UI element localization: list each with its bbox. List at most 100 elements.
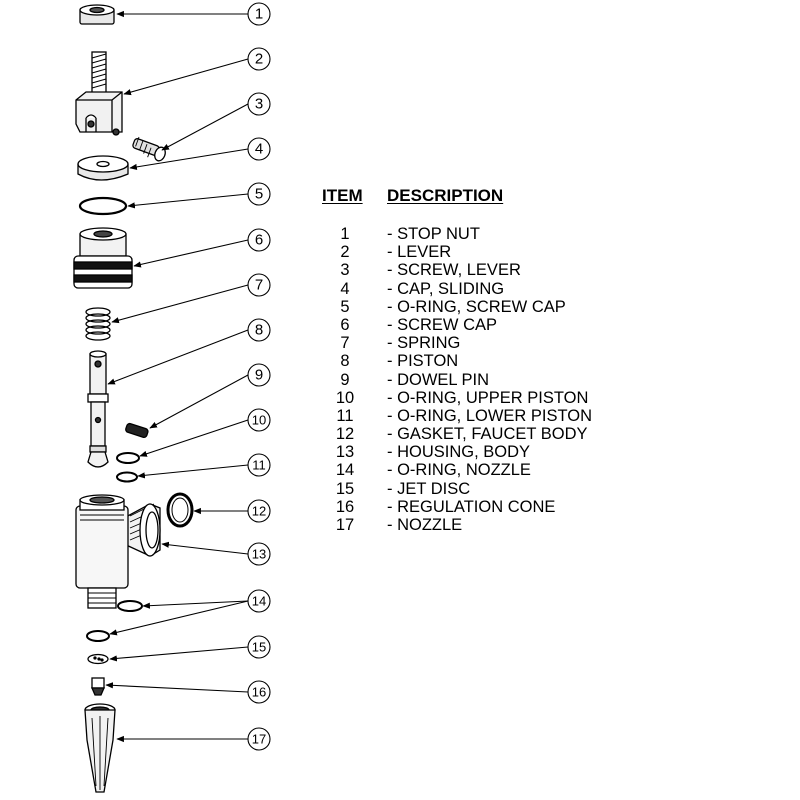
callout-7: 7 xyxy=(255,277,263,294)
part-screw-cap xyxy=(73,227,133,289)
item-number: 1 xyxy=(340,225,350,243)
leader-6 xyxy=(133,239,249,268)
parts-row: 7 - SPRING xyxy=(320,334,650,352)
item-description: - SPRING xyxy=(387,334,461,353)
item-number: 13 xyxy=(335,443,355,462)
part-housing-body xyxy=(75,494,161,609)
callout-2: 2 xyxy=(255,51,263,68)
part-jet-disc xyxy=(87,653,109,665)
item-description: - DOWEL PIN xyxy=(387,370,490,389)
item-description: - STOP NUT xyxy=(387,225,480,243)
item-number: 9 xyxy=(340,370,350,389)
part-lever xyxy=(75,51,123,136)
item-number: 4 xyxy=(340,279,350,298)
parts-row: 3- SCREW, LEVER xyxy=(320,261,650,279)
parts-row: 14- O-RING, NOZZLE xyxy=(320,461,650,479)
item-description: - SCREW CAP xyxy=(387,315,498,334)
item-number: 3 xyxy=(340,261,350,280)
callout-9: 9 xyxy=(255,367,263,384)
callout-3: 3 xyxy=(255,96,263,113)
leader-11 xyxy=(137,464,249,479)
leader-14a xyxy=(142,600,249,609)
item-description: - HOUSING, BODY xyxy=(387,443,531,462)
callout-4: 4 xyxy=(255,141,263,158)
part-piston xyxy=(87,350,109,468)
callout-8: 8 xyxy=(255,322,263,339)
item-description: - JET DISC xyxy=(387,479,471,498)
callout-1: 1 xyxy=(255,6,263,23)
callout-17: 17 xyxy=(252,732,266,747)
item-number: 8 xyxy=(340,352,350,371)
callout-6: 6 xyxy=(255,232,263,249)
callout-10: 10 xyxy=(252,413,266,428)
parts-row: 15 - JET DISC xyxy=(320,480,650,498)
parts-row: 1 - STOP NUT xyxy=(320,225,650,243)
part-oring-upper-piston xyxy=(116,452,140,464)
parts-row: 5 - O-RING, SCREW CAP xyxy=(320,298,650,316)
part-dowel-pin xyxy=(125,422,149,439)
item-number: 10 xyxy=(335,388,355,407)
item-description: - O-RING, UPPER PISTON xyxy=(387,388,589,407)
parts-row: 13 - HOUSING, BODY xyxy=(320,443,650,461)
callout-14: 14 xyxy=(252,594,266,609)
callout-11: 11 xyxy=(252,458,266,473)
item-description: - GASKET, FAUCET BODY xyxy=(387,425,588,444)
callout-16: 16 xyxy=(252,685,266,700)
leader-14b xyxy=(109,600,249,636)
item-number: 15 xyxy=(335,479,355,498)
callout-13: 13 xyxy=(252,547,266,562)
leader-15 xyxy=(109,646,249,662)
part-gasket-faucet-body xyxy=(166,492,194,528)
part-spring xyxy=(85,307,111,341)
parts-row: 17 - NOZZLE xyxy=(320,516,650,534)
part-oring-screw-cap xyxy=(78,196,128,216)
part-oring-lower-piston xyxy=(116,471,138,483)
leader-2 xyxy=(123,58,249,96)
callout-15: 15 xyxy=(252,640,266,655)
part-nozzle xyxy=(84,703,116,793)
parts-row: 16 - REGULATION CONE xyxy=(320,498,650,516)
item-description: - CAP, SLIDING xyxy=(387,279,505,298)
part-regulation-cone xyxy=(91,677,105,696)
parts-row: 6 - SCREW CAP xyxy=(320,316,650,334)
item-description: - PISTON xyxy=(387,352,459,371)
item-number: 2 xyxy=(340,243,350,262)
item-number: 12 xyxy=(335,425,355,444)
part-sliding-cap xyxy=(77,155,129,181)
callout-5: 5 xyxy=(255,186,263,203)
parts-row: 8 - PISTON xyxy=(320,352,650,370)
item-number: 14 xyxy=(335,461,355,480)
parts-list-rows: 1 - STOP NUT 2 - LEVER 3- SCREW, LEVER 4 - … xyxy=(320,225,650,534)
part-lever-screw xyxy=(132,136,166,162)
parts-row: 12 - GASKET, FAUCET BODY xyxy=(320,425,650,443)
leader-9 xyxy=(149,374,249,429)
item-number: 7 xyxy=(340,334,350,353)
leader-13 xyxy=(161,541,249,555)
item-description: - O-RING, LOWER PISTON xyxy=(387,406,593,425)
leader-10 xyxy=(139,419,249,457)
column-header-item: ITEM xyxy=(322,186,363,205)
leader-4 xyxy=(129,148,249,170)
part-oring-nozzle-upper xyxy=(117,600,143,612)
parts-row: 11 - O-RING, LOWER PISTON xyxy=(320,407,650,425)
item-description: - LEVER xyxy=(387,243,452,262)
leader-3 xyxy=(161,103,249,151)
parts-row: 9 - DOWEL PIN xyxy=(320,371,650,389)
column-header-description: DESCRIPTION xyxy=(387,186,504,205)
part-oring-nozzle-lower xyxy=(86,630,110,642)
item-number: 5 xyxy=(340,297,350,316)
item-description: - NOZZLE xyxy=(387,516,463,534)
item-description: - REGULATION CONE xyxy=(387,497,556,516)
item-number: 6 xyxy=(340,315,350,334)
leader-8 xyxy=(107,329,249,385)
item-description: - O-RING, SCREW CAP xyxy=(387,297,566,316)
parts-row: 4 - CAP, SLIDING xyxy=(320,280,650,298)
item-number: 11 xyxy=(336,406,354,425)
callout-12: 12 xyxy=(252,504,266,519)
item-number: 17 xyxy=(335,516,355,534)
parts-row: 2 - LEVER xyxy=(320,243,650,261)
leader-16 xyxy=(105,682,249,693)
item-number: 16 xyxy=(335,497,355,516)
part-stop-nut xyxy=(79,4,115,25)
